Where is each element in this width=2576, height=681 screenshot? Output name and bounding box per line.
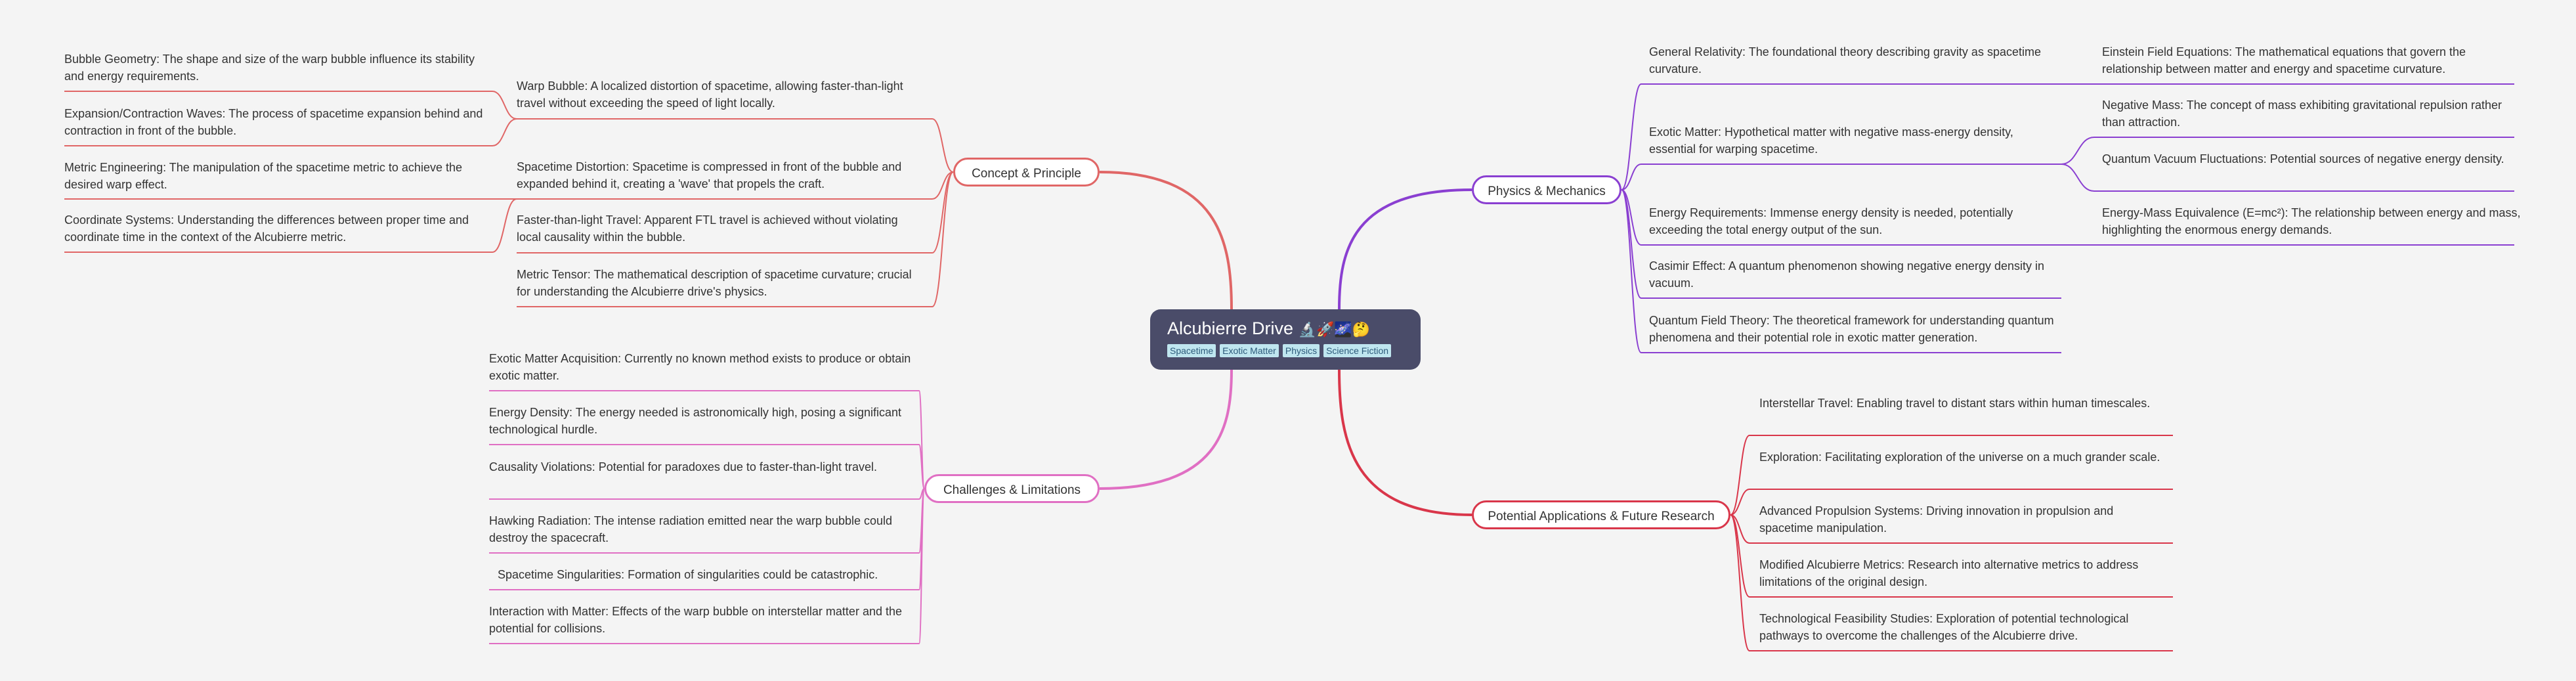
application-item-exploration[interactable]: Exploration: Facilitating exploration of… [1759, 450, 2160, 464]
topic-concept-principle[interactable]: Concept & Principle [953, 158, 1100, 187]
link-physics-item-2 [1621, 189, 1642, 246]
physics-item-general-relativity[interactable]: General Relativity: The foundational the… [1649, 45, 2041, 76]
concept-item-ftl-travel[interactable]: Faster-than-light Travel: Apparent FTL t… [517, 213, 898, 244]
topic-concept-label: Concept & Principle [972, 167, 1081, 181]
link-physics-item-0 [1621, 83, 1642, 190]
tag-science-fiction: Science Fiction [1323, 344, 1392, 357]
concept-item-spacetime-distortion[interactable]: Spacetime Distortion: Spacetime is compr… [517, 160, 902, 190]
link-warp-sub-1 [492, 118, 517, 146]
physics-sub-negative-mass[interactable]: Negative Mass: The concept of mass exhib… [2102, 99, 2502, 129]
application-item-feasibility[interactable]: Technological Feasibility Studies: Explo… [1759, 612, 2129, 642]
challenge-item-causality[interactable]: Causality Violations: Potential for para… [489, 460, 877, 473]
concept-item-metric-tensor[interactable]: Metric Tensor: The mathematical descript… [517, 268, 912, 298]
link-physics-item-4 [1621, 189, 1642, 353]
link-warp-sub-0 [492, 91, 517, 120]
link-concept-item-1 [932, 171, 954, 200]
link-application-item-4 [1730, 514, 1750, 651]
link-root-challenges [1099, 369, 1233, 490]
link-root-physics [1338, 188, 1472, 310]
tag-physics: Physics [1282, 344, 1320, 357]
tag-spacetime: Spacetime [1167, 344, 1216, 357]
link-concept-item-3 [932, 171, 954, 307]
application-item-interstellar-travel[interactable]: Interstellar Travel: Enabling travel to … [1759, 397, 2151, 410]
physics-item-qft[interactable]: Quantum Field Theory: The theoretical fr… [1649, 314, 2054, 344]
link-root-applications [1338, 369, 1472, 516]
physics-item-energy-requirements[interactable]: Energy Requirements: Immense energy dens… [1649, 206, 2013, 236]
topic-applications-label: Potential Applications & Future Research [1488, 510, 1715, 523]
application-item-propulsion[interactable]: Advanced Propulsion Systems: Driving inn… [1759, 504, 2114, 535]
link-exotic-sub-1 [2061, 164, 2095, 192]
topic-challenges-limitations[interactable]: Challenges & Limitations [924, 474, 1100, 503]
root-node[interactable]: Alcubierre Drive 🔬🚀🌌🤔 Spacetime Exotic Ma… [1150, 309, 1421, 370]
link-application-item-0 [1730, 435, 1750, 516]
concept-sub-expansion-waves[interactable]: Expansion/Contraction Waves: The process… [64, 107, 483, 137]
tag-exotic-matter: Exotic Matter [1220, 344, 1279, 357]
link-exotic-sub-0 [2061, 137, 2095, 165]
link-physics-item-1 [1621, 164, 1642, 190]
concept-sub-metric-engineering[interactable]: Metric Engineering: The manipulation of … [64, 161, 462, 191]
application-item-modified-metrics[interactable]: Modified Alcubierre Metrics: Research in… [1759, 558, 2139, 588]
root-title: Alcubierre Drive [1167, 319, 1294, 338]
physics-item-exotic-matter[interactable]: Exotic Matter: Hypothetical matter with … [1649, 125, 2013, 156]
topic-physics-label: Physics & Mechanics [1488, 185, 1606, 198]
root-title-row: Alcubierre Drive 🔬🚀🌌🤔 [1167, 315, 1404, 343]
physics-sub-vacuum-fluctuations[interactable]: Quantum Vacuum Fluctuations: Potential s… [2102, 152, 2504, 165]
topic-physics-mechanics[interactable]: Physics & Mechanics [1472, 175, 1621, 204]
topic-applications-research[interactable]: Potential Applications & Future Research [1472, 500, 1730, 529]
concept-item-warp-bubble[interactable]: Warp Bubble: A localized distortion of s… [517, 79, 903, 110]
concept-sub-bubble-geometry[interactable]: Bubble Geometry: The shape and size of t… [64, 53, 475, 83]
topic-challenges-label: Challenges & Limitations [943, 483, 1081, 497]
challenge-item-exotic-acquisition[interactable]: Exotic Matter Acquisition: Currently no … [489, 352, 911, 382]
concept-sub-coordinate-systems[interactable]: Coordinate Systems: Understanding the di… [64, 213, 469, 244]
link-concept-item-0 [932, 118, 954, 173]
link-challenge-item-5 [918, 488, 925, 644]
challenge-item-singularities[interactable]: Spacetime Singularities: Formation of si… [498, 568, 878, 581]
physics-sub-energy-mass[interactable]: Energy-Mass Equivalence (E=mc²): The rel… [2102, 206, 2521, 236]
challenge-item-energy-density[interactable]: Energy Density: The energy needed is ast… [489, 406, 902, 436]
physics-sub-einstein-equations[interactable]: Einstein Field Equations: The mathematic… [2102, 45, 2466, 76]
link-application-item-2 [1730, 514, 1750, 544]
link-root-concept [1099, 171, 1233, 310]
link-application-item-1 [1730, 489, 1750, 516]
link-distortion-sub-1 [492, 198, 517, 253]
challenge-item-matter-interaction[interactable]: Interaction with Matter: Effects of the … [489, 605, 902, 635]
physics-item-casimir-effect[interactable]: Casimir Effect: A quantum phenomenon sho… [1649, 259, 2045, 290]
root-emoji: 🔬🚀🌌🤔 [1298, 321, 1371, 338]
link-challenge-item-1 [918, 444, 925, 489]
challenge-item-hawking-radiation[interactable]: Hawking Radiation: The intense radiation… [489, 514, 893, 544]
